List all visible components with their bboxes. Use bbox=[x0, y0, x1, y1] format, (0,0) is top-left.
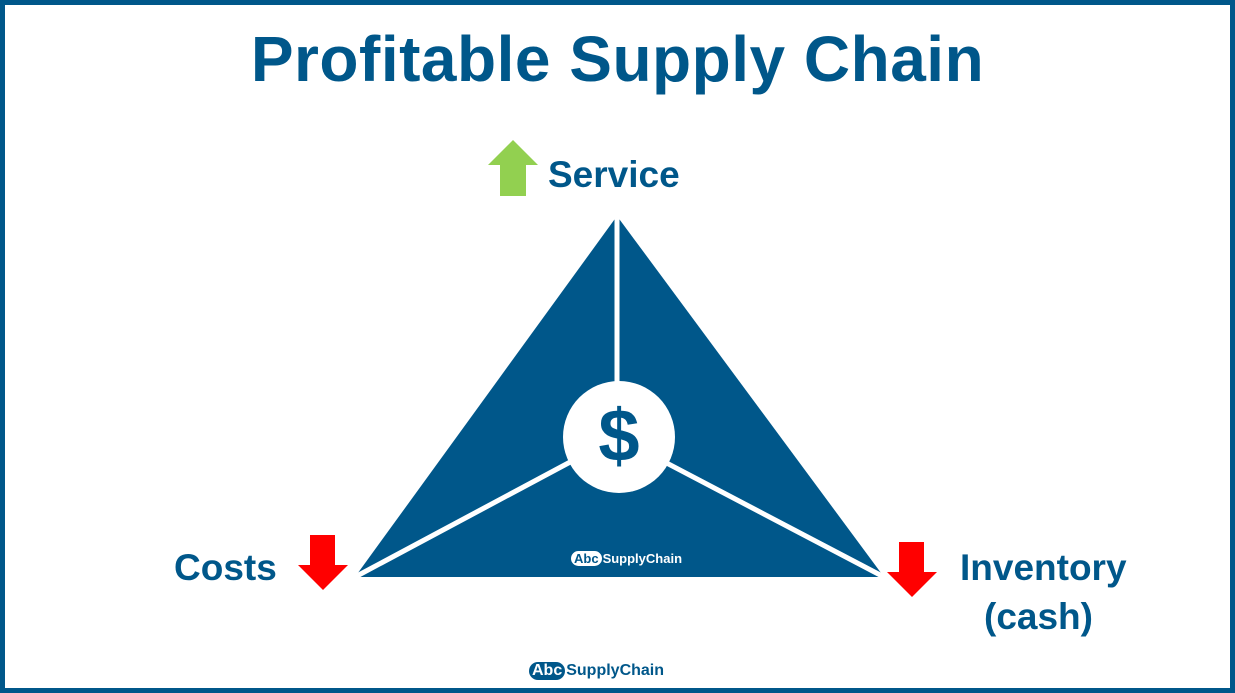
logo-name: SupplyChain bbox=[602, 551, 683, 566]
logo-footer: Abc SupplyChain bbox=[529, 662, 664, 680]
logo-name: SupplyChain bbox=[566, 662, 665, 679]
arrow-down-icon bbox=[887, 542, 937, 597]
label-inventory: Inventory bbox=[960, 547, 1127, 588]
logo-inner: Abc SupplyChain bbox=[571, 551, 682, 566]
center-circle bbox=[563, 381, 675, 493]
page-title: Profitable Supply Chain bbox=[250, 23, 985, 95]
dollar-icon: $ bbox=[598, 394, 640, 477]
logo-abc-badge: Abc bbox=[571, 551, 602, 566]
arrow-up-icon bbox=[488, 140, 538, 196]
label-service: Service bbox=[548, 154, 680, 195]
label-costs: Costs bbox=[174, 547, 277, 588]
logo-abc-badge: Abc bbox=[529, 662, 566, 680]
arrow-down-icon bbox=[298, 535, 348, 590]
label-inventory-cash: (cash) bbox=[984, 596, 1093, 637]
